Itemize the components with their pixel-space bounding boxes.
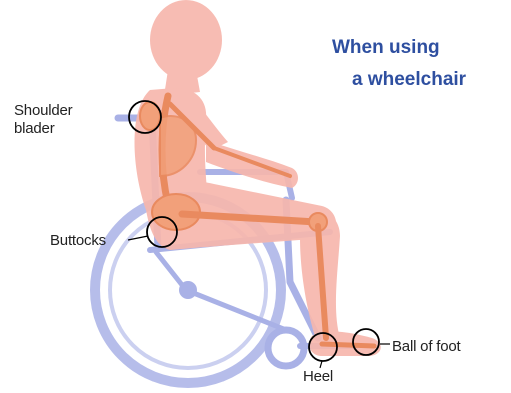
skeleton xyxy=(140,96,374,346)
title-line-2: a wheelchair xyxy=(352,68,466,92)
label-ball-of-foot: Ball of foot xyxy=(392,338,460,355)
label-heel: Heel xyxy=(303,368,333,385)
head xyxy=(150,0,222,80)
heel-leader-line xyxy=(320,361,322,368)
label-shoulder-line-2: blader xyxy=(14,120,55,137)
label-shoulder-line-1: Shoulder xyxy=(14,102,72,119)
title-line-1: When using xyxy=(332,36,440,60)
label-buttocks: Buttocks xyxy=(50,232,106,249)
foot-bones xyxy=(322,344,374,346)
